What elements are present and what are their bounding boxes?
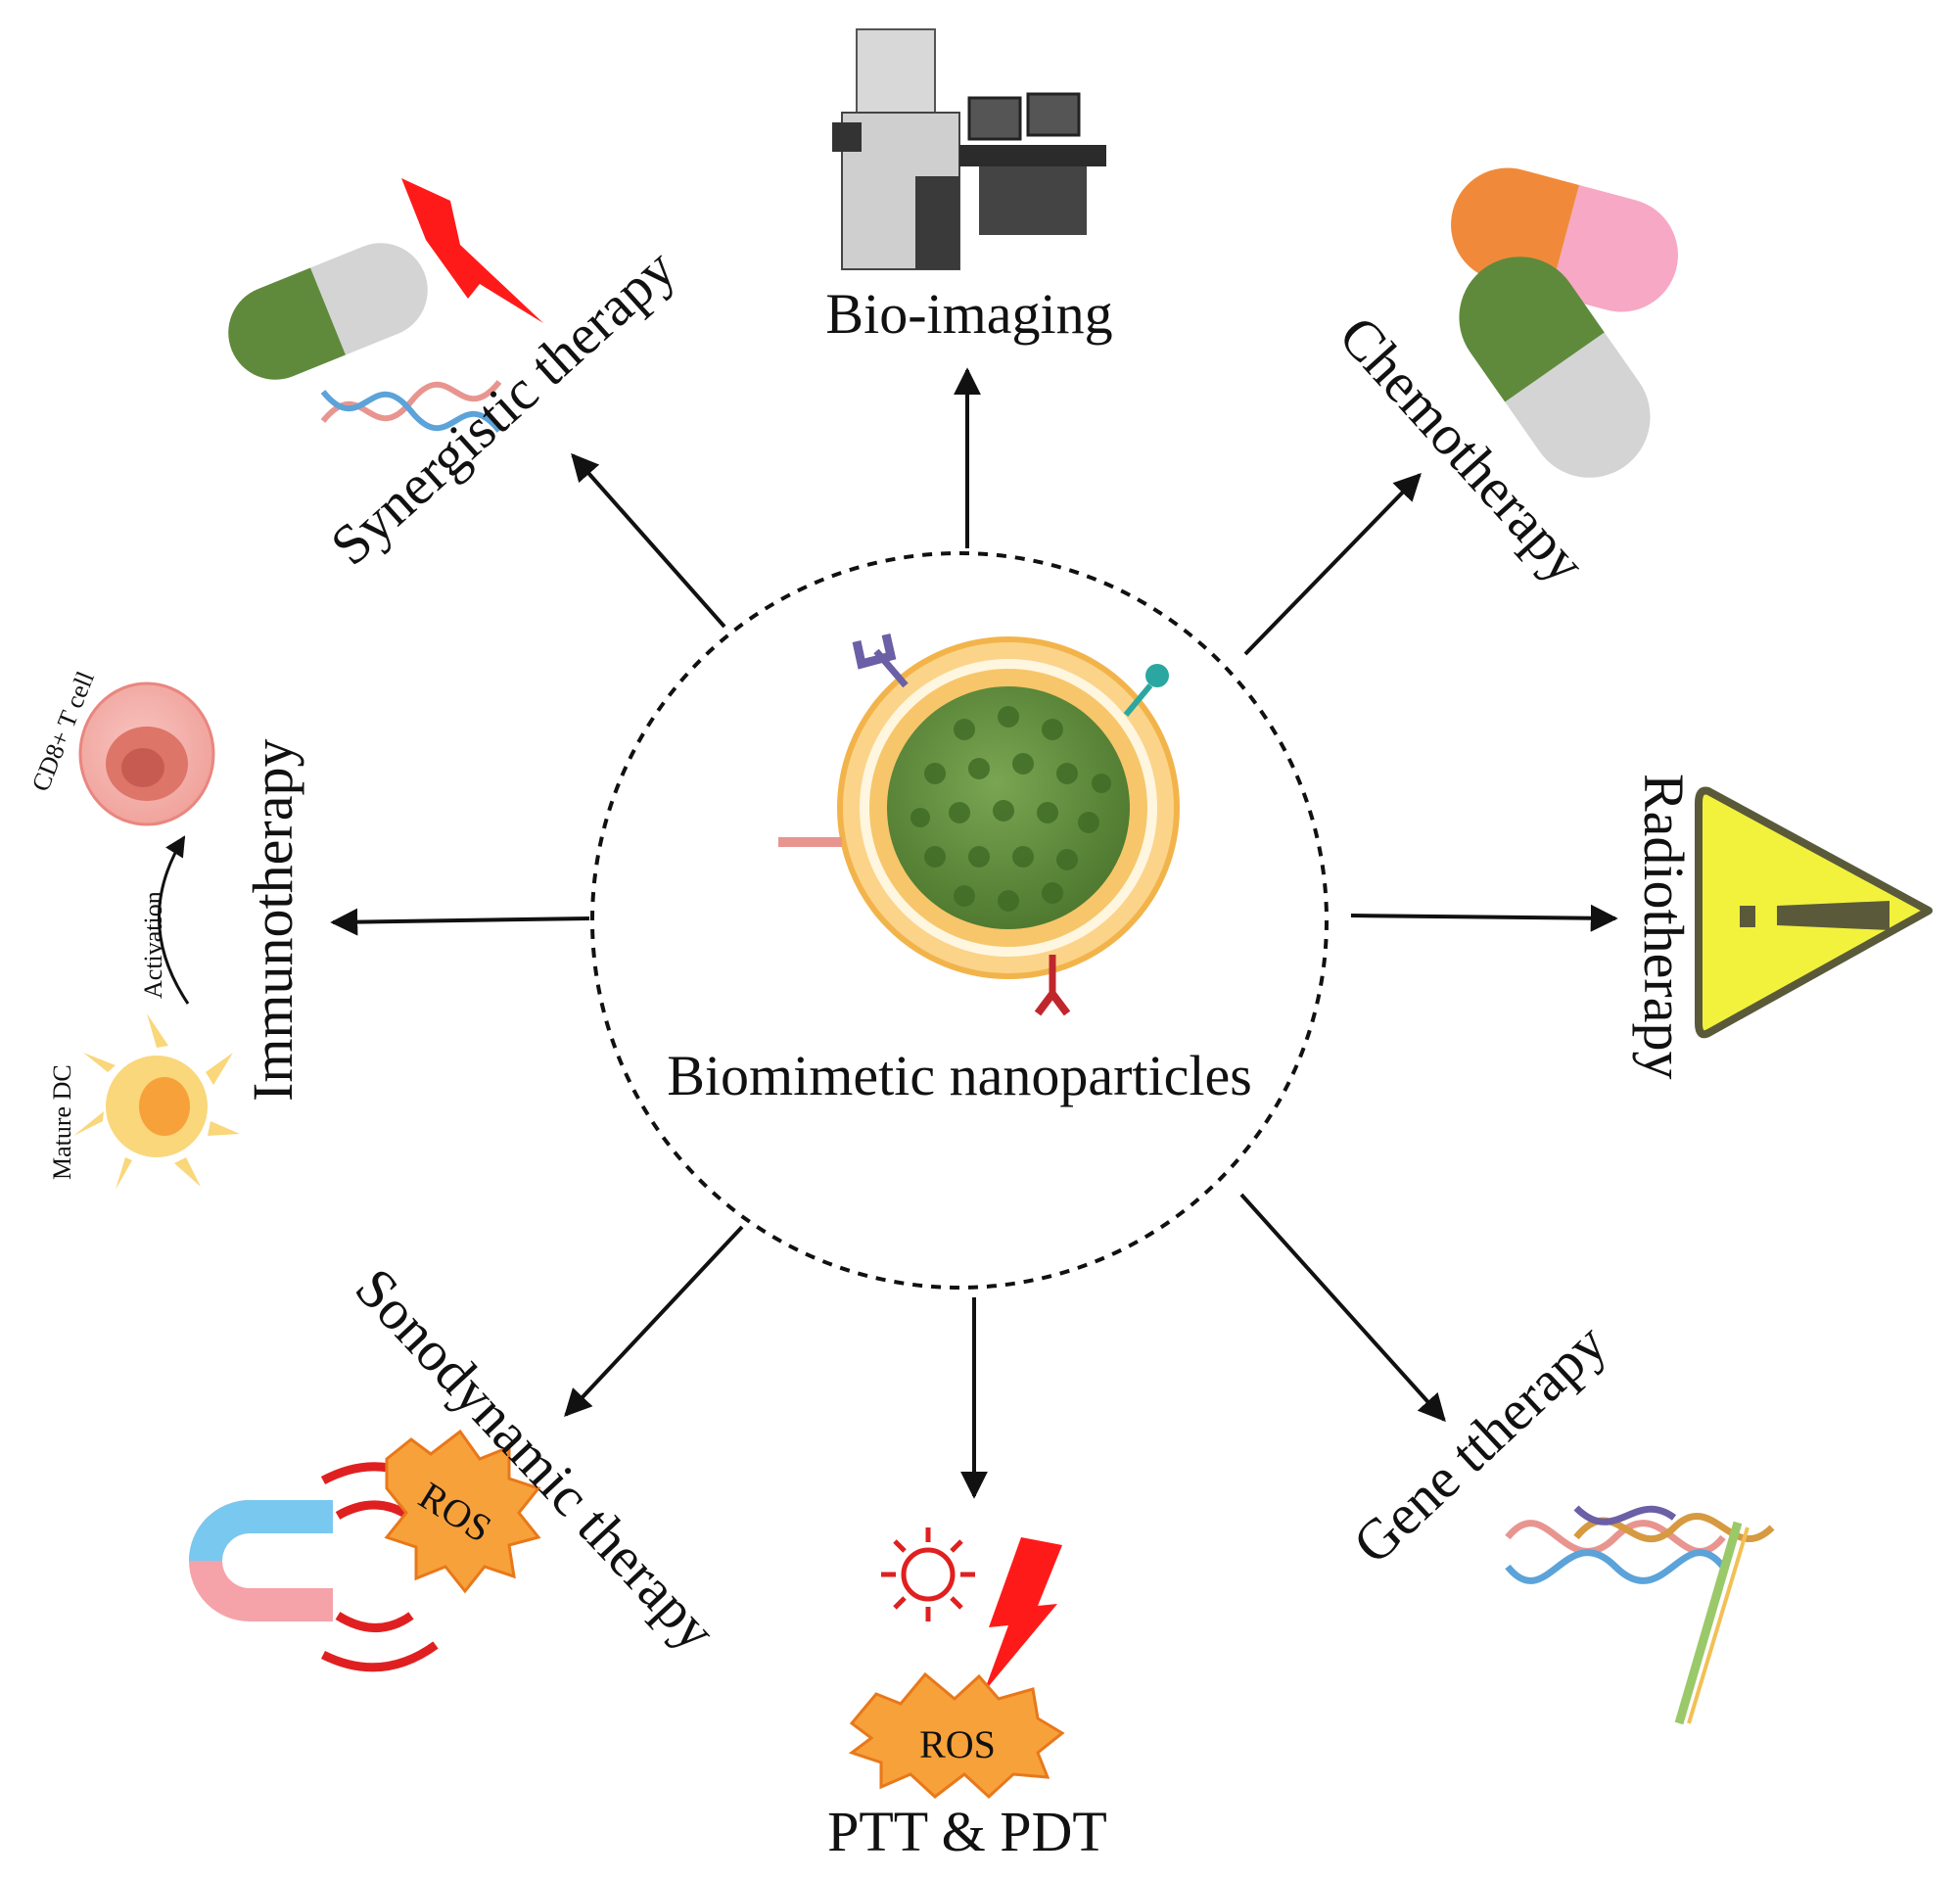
- bioimaging-label: Bio-imaging: [825, 282, 1112, 346]
- mature-dc-label: Mature DC: [48, 1064, 76, 1180]
- microscope-workstation-icon: [832, 28, 1106, 270]
- sun-lightning-ros-icon: [848, 1527, 1065, 1800]
- immunotherapy-label: Immunotherapy: [241, 739, 304, 1102]
- capsules-icon: [1451, 167, 1678, 478]
- arrow-chemotherapy: [1243, 472, 1422, 656]
- branch-arrows: [330, 367, 1618, 1499]
- arrow-radiotherapy: [1350, 904, 1618, 932]
- magnet-ros-icon: [189, 1429, 541, 1672]
- arrow-sonodynamic: [564, 1225, 744, 1418]
- immune-cells-icon: [73, 681, 240, 1190]
- center-boundary-circle: [590, 551, 1329, 1290]
- nanoparticle-icon: [778, 634, 1180, 1016]
- ptt-pdt-label: PTT & PDT: [827, 1800, 1107, 1863]
- radiotherapy-label: Radiotherapy: [1632, 774, 1696, 1079]
- center-label: Biomimetic nanoparticles: [667, 1044, 1252, 1107]
- dna-helix-icon: [1505, 1505, 1775, 1725]
- activation-label: Activation: [139, 891, 167, 999]
- warning-triangle-icon: [1695, 786, 1933, 1039]
- ptt-pdt-ros-label: ROS: [919, 1722, 996, 1766]
- capsule-dna-lightning-icon: [228, 178, 543, 433]
- arrow-gene: [1239, 1193, 1446, 1423]
- arrow-immunotherapy: [330, 908, 590, 936]
- arrow-synergistic: [571, 452, 726, 629]
